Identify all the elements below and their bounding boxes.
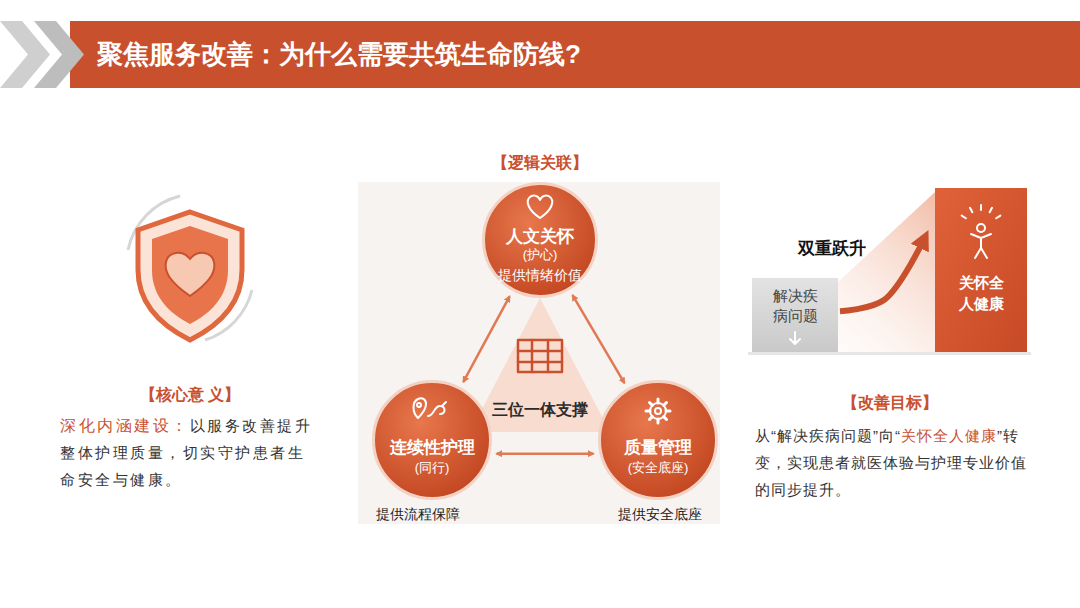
- ramp-base: [748, 352, 1031, 355]
- box-node: 解决疾病问题: [752, 278, 838, 352]
- node-text: (安全底座): [628, 460, 689, 476]
- growth-ramp: [752, 192, 935, 352]
- decor-shape: [414, 398, 447, 418]
- decor-shape: [664, 417, 667, 420]
- connector-arrow: [573, 295, 625, 383]
- decor-shape: [518, 340, 562, 372]
- decor-shape: [980, 205, 982, 210]
- connector-arrow: [497, 452, 594, 455]
- box-node: 关怀全人健康: [935, 188, 1027, 352]
- paragraph: 从“解决疾病问题”向“关怀全人健康”转变，实现患者就医体验与护理专业价值的同步提…: [755, 422, 1035, 503]
- decor-shape: [962, 205, 1001, 258]
- decor-shape: [518, 350, 562, 353]
- paragraph-text: 深化内涵建设：: [60, 417, 190, 434]
- decor-shape: [528, 196, 552, 218]
- paragraph: 深化内涵建设：以服务改善提升整体护理质量，切实守护患者生命安全与健康。: [60, 412, 322, 493]
- decor-shape: [990, 208, 992, 212]
- title-bar: [70, 21, 1080, 88]
- circle-node: 连续性护理 (同行): [372, 380, 492, 500]
- decor-shape: [646, 410, 650, 413]
- label-text: 双重跃升: [798, 237, 866, 260]
- decor-shape: [470, 298, 610, 432]
- node-text: 质量管理: [624, 437, 692, 458]
- decor-shape: [518, 340, 562, 372]
- decor-shape: [977, 224, 985, 232]
- node-text: 提供情绪价值: [498, 266, 582, 284]
- paragraph-text: 关怀全人健康: [901, 427, 997, 444]
- node-text: 关怀全人健康: [956, 272, 1006, 314]
- decor-shape: [650, 403, 666, 419]
- label-text: 【核心意 义】: [140, 385, 240, 406]
- decor-shape: [996, 216, 1000, 219]
- paragraph-text: 从“解决疾病问题”向“: [755, 427, 901, 444]
- decor-shape: [600, 382, 717, 499]
- title-text: 聚焦服务改善：为什么需要共筑生命防线?: [97, 37, 581, 72]
- decor-shape: [752, 278, 838, 352]
- decor-shape: [664, 403, 667, 406]
- decor-shape: [970, 208, 972, 212]
- decor-shape: [428, 402, 446, 416]
- label-text: 【逻辑关联】: [492, 153, 588, 174]
- decor-shape: [417, 403, 421, 407]
- decor-shape: [484, 184, 597, 297]
- decor-shape: [666, 410, 670, 413]
- triangle-node: 三位一体支撑: [470, 298, 610, 432]
- decor-shape: [655, 408, 661, 414]
- decor-shape: [414, 398, 427, 418]
- decor-shape: [657, 399, 660, 403]
- circle-node: 质量管理 (安全底座): [598, 380, 718, 500]
- node-text: 三位一体支撑: [492, 400, 588, 420]
- circle-node: 人文关怀(护心) 提供情绪价值: [482, 182, 598, 298]
- decor-shape: [646, 399, 670, 423]
- connector-arrow: [463, 296, 509, 382]
- label-text: 提供安全底座: [618, 506, 702, 524]
- shield-heart: [166, 253, 215, 296]
- node-text: 连续性护理: [390, 437, 475, 458]
- node-text: 人文关怀: [506, 226, 574, 247]
- shield-inner: [152, 226, 228, 324]
- node-text: 解决疾病问题: [770, 286, 820, 326]
- node-text: (同行): [415, 460, 450, 476]
- node-text: (护心): [523, 247, 558, 263]
- chevron: [34, 21, 84, 88]
- decor-shape: [790, 339, 800, 344]
- node-shape: [935, 188, 1027, 352]
- decor-shape: [374, 382, 491, 499]
- center-panel: [358, 182, 720, 524]
- shield-outer: [138, 212, 242, 340]
- decor-shape: [962, 216, 966, 219]
- decor-shape: [971, 234, 991, 258]
- decor-shape: [528, 196, 552, 218]
- decor-shape: [935, 188, 1027, 352]
- decor-shape: [650, 403, 653, 406]
- decor-shape: [547, 340, 550, 372]
- label-text: 提供流程保障: [376, 506, 460, 524]
- decor-shape: [518, 361, 562, 364]
- decor-shape: [531, 340, 534, 372]
- decor-shape: [794, 332, 796, 343]
- label-text: 【改善目标】: [842, 393, 938, 414]
- decor-shape: [657, 419, 660, 423]
- decor-shape: [650, 417, 653, 420]
- decor-shape: [790, 332, 800, 344]
